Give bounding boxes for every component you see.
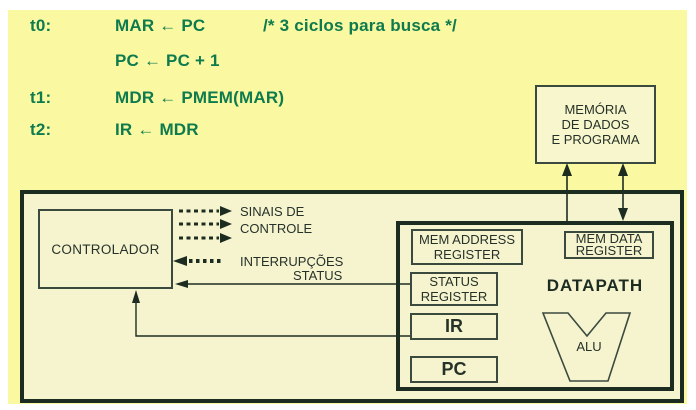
time-step-label: t1: (30, 88, 52, 107)
register-label-line: MEM DATA (575, 231, 643, 246)
alu-label: ALU (576, 339, 602, 354)
controller-label: CONTROLADOR (51, 241, 160, 257)
microinstruction-text: IR ← MDR (115, 120, 199, 139)
register-label-line: STATUS (429, 274, 479, 289)
memory-label-line: E PROGRAMA (551, 132, 640, 147)
control-signals-label-line1: SINAIS DE (240, 204, 305, 219)
microcode-row: PC ← PC + 1 (0, 51, 696, 73)
memory-label-line: MEMÓRIA (564, 102, 627, 117)
mem-address-register-box: MEM ADDRESS REGISTER (411, 229, 523, 265)
memory-box: MEMÓRIA DE DADOS E PROGRAMA (535, 85, 656, 164)
datapath-title: DATAPATH (546, 276, 644, 295)
status-register-box: STATUS REGISTER (410, 272, 498, 306)
control-signals-label-line2: CONTROLE (240, 221, 313, 236)
register-label-line: REGISTER (575, 243, 643, 258)
mem-data-register-box: MEM DATA REGISTER (564, 231, 654, 259)
microinstruction-text: MDR ← PMEM(MAR) (115, 88, 285, 107)
register-label-line: PC (441, 359, 467, 379)
status-label: STATUS (293, 268, 343, 283)
microcode-row: t1: MDR ← PMEM(MAR) (0, 88, 696, 110)
time-step-label: t2: (30, 120, 52, 139)
ir-register-box: IR (410, 313, 498, 340)
memory-label-line: DE DADOS (561, 117, 630, 132)
register-label-line: REGISTER (420, 289, 488, 304)
time-step-label: t0: (30, 16, 52, 35)
controller-box: CONTROLADOR (38, 209, 173, 289)
pc-register-box: PC (410, 356, 498, 383)
microinstruction-text: MAR ← PC (115, 16, 206, 35)
register-label-line: MEM ADDRESS (418, 232, 516, 247)
microinstruction-text: PC ← PC + 1 (115, 51, 220, 70)
microcode-row: t0: MAR ← PC /* 3 ciclos para busca */ (0, 16, 696, 38)
microcode-row: t2: IR ← MDR (0, 120, 696, 142)
register-label-line: IR (445, 316, 463, 336)
interrupts-label: INTERRUPÇÕES (240, 254, 344, 269)
code-comment: /* 3 ciclos para busca */ (263, 16, 457, 35)
register-label-line: REGISTER (433, 247, 501, 262)
